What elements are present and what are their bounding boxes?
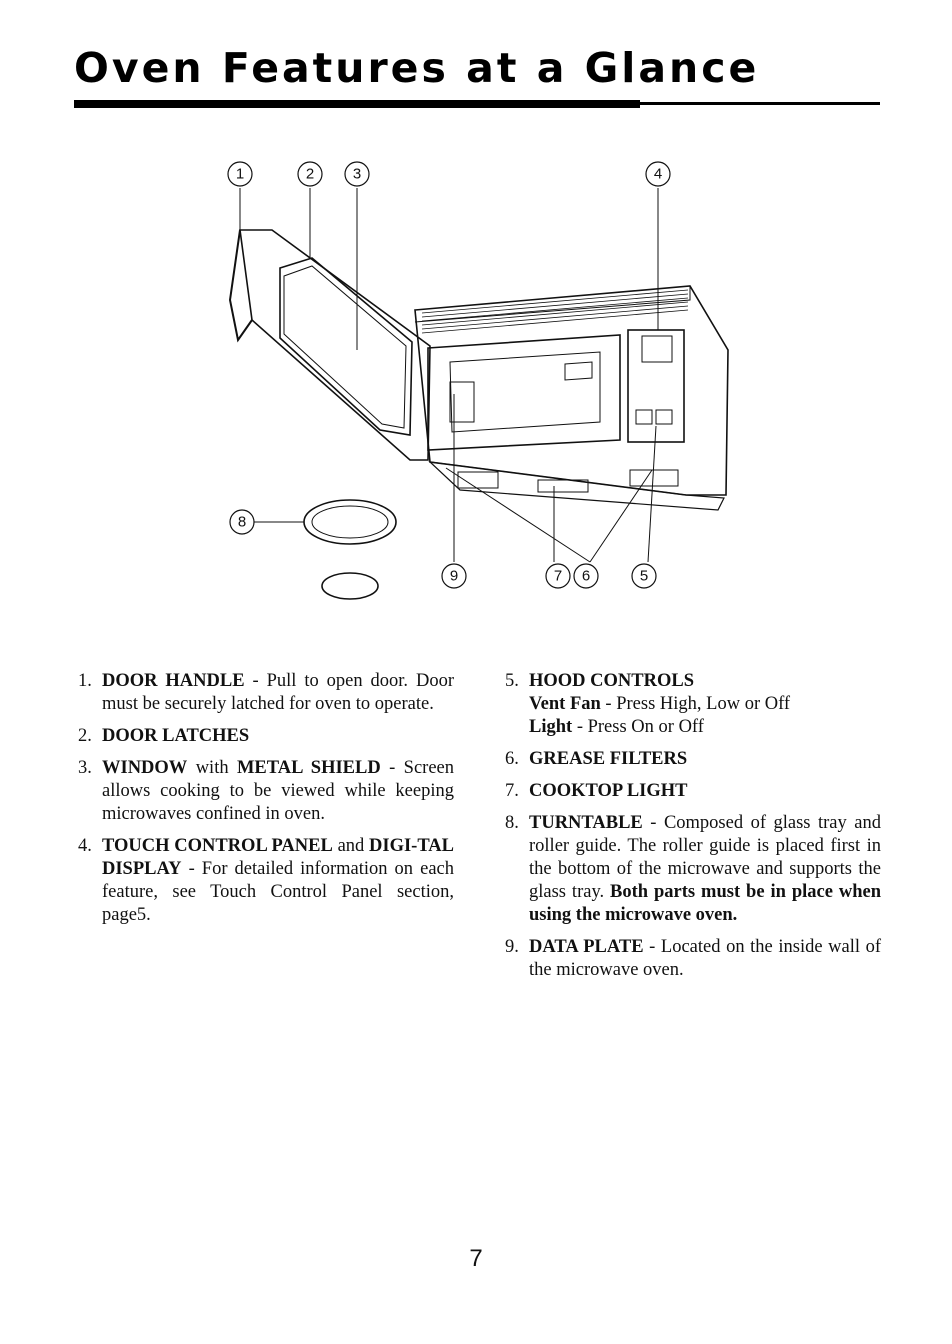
feature-description: Located on the inside wall of the microw… [529,937,881,980]
feature-8: 8.TURNTABLE - Composed of glass tray and… [505,813,882,925]
page-title: Oven Features at a Glance [74,44,760,92]
roller-guide-shape [321,572,379,600]
feature-7: 7.COOKTOP LIGHT [505,781,688,801]
feature-description: Screen allows cooking to be viewed while… [102,758,454,824]
feature-label: DATA PLATE [529,937,644,957]
features-column-left: 1.DOOR HANDLE - Pull to open door. Door … [78,670,454,936]
door-handle-shape [228,229,253,343]
feature-label: TOUCH CONTROL PANEL [102,836,333,856]
callout-5: 5 [640,568,648,585]
callout-1: 1 [236,166,244,183]
callout-4: 4 [654,166,662,183]
feature-6: 6.GREASE FILTERS [505,749,688,769]
door-outline [239,229,431,461]
feature-warning: Both parts must be in place when using t… [529,882,882,925]
control-panel-shape [627,329,685,443]
oven-bottom [428,461,725,511]
feature-description: For detailed information on each feature… [102,859,454,925]
glass-tray-shape [303,499,397,545]
feature-3: 3.WINDOW with METAL SHIELD - Screen allo… [78,758,454,824]
diagram-callouts [227,161,671,589]
feature-label: WINDOW [102,758,188,778]
callout-2: 2 [306,166,314,183]
title-underline-thin [640,102,880,105]
callout-6: 6 [582,568,590,585]
feature-label: GREASE FILTERS [529,749,688,769]
sub-feature-light: Light - Press On or Off [529,717,704,737]
feature-label: HOOD CONTROLS [529,671,694,691]
feature-label: TURNTABLE [529,813,643,833]
callout-9: 9 [450,568,458,585]
callout-7: 7 [554,568,562,585]
feature-description: Pull to open door. Door must be securely… [102,671,454,714]
sub-feature-vent-fan: Vent Fan - Press High, Low or Off [529,694,791,714]
page-number: 7 [469,1245,483,1272]
feature-1: 1.DOOR HANDLE - Pull to open door. Door … [78,671,454,714]
feature-label: DOOR LATCHES [102,726,250,746]
callout-8: 8 [238,514,246,531]
feature-label: METAL SHIELD [236,758,381,778]
data-plate-shape [449,381,475,423]
feature-description: Composed of glass tray and roller guide.… [529,813,881,902]
title-underline-thick [74,100,640,108]
feature-2: 2.DOOR LATCHES [78,726,250,746]
feature-label: COOKTOP LIGHT [529,781,688,801]
callout-3: 3 [353,166,361,183]
feature-label: DOOR HANDLE [102,671,245,691]
features-column-right: 5.HOOD CONTROLS Vent Fan - Press High, L… [505,670,881,991]
feature-5: 5.HOOD CONTROLS Vent Fan - Press High, L… [505,670,881,739]
feature-9: 9.DATA PLATE - Located on the inside wal… [505,937,881,980]
feature-label: DIGI-TAL DISPLAY [102,836,454,879]
feature-4: 4.TOUCH CONTROL PANEL and DIGI-TAL DISPL… [78,836,454,925]
door-window [279,257,413,436]
microwave-diagram: 1 2 3 4 8 9 7 6 5 [227,161,729,600]
oven-cavity [427,334,621,451]
